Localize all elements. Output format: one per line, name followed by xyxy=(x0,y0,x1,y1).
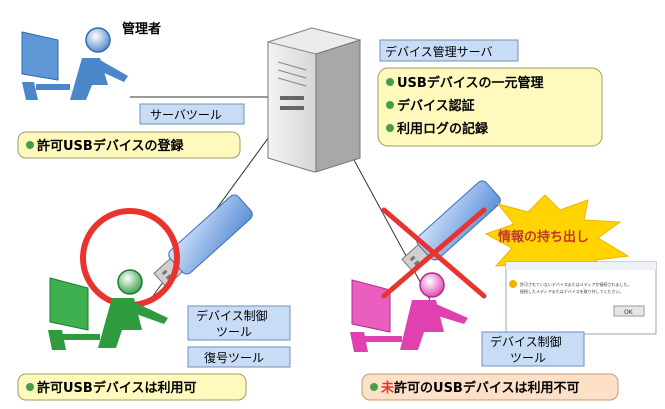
denied-status-rest: 許可のUSBデバイスは利用不可 xyxy=(394,380,579,396)
server-icon xyxy=(266,27,362,173)
decrypt-tool-box xyxy=(187,346,291,368)
denied-status: 未許可のUSBデバイスは利用不可 xyxy=(380,380,579,396)
usb-stick-allowed xyxy=(153,194,253,288)
bullet-icon xyxy=(26,141,34,149)
admin-chair xyxy=(22,82,38,100)
admin-figure xyxy=(21,27,128,100)
denied-user-desk xyxy=(364,336,402,342)
server-feature-item: デバイス認証 xyxy=(397,98,475,114)
bullet-icon xyxy=(370,383,378,391)
admin-tool-label: サーバツール xyxy=(150,108,222,122)
server-feature-list: USBデバイスの一元管理 デバイス認証 利用ログの記録 xyxy=(386,75,543,137)
denied-tool-line2: ツール xyxy=(510,351,546,365)
denied-user-chair xyxy=(350,332,368,352)
denied-status-box xyxy=(361,373,619,401)
allowed-tool-line2: ツール xyxy=(216,325,252,339)
allowed-status: 許可USBデバイスは利用可 xyxy=(37,380,196,396)
dialog-message-2: 接続したメディアまたはデバイスを取り外してください。 xyxy=(520,288,623,294)
allowed-status-box xyxy=(17,373,247,401)
server-feature-item: USBデバイスの一元管理 xyxy=(397,75,543,91)
denied-user-body xyxy=(400,300,444,350)
denied-user-arm xyxy=(436,304,468,324)
admin-body xyxy=(70,58,108,100)
denied-user-head xyxy=(419,272,445,298)
decrypt-tool-label: 復号ツール xyxy=(204,350,264,365)
server-feature-item: 利用ログの記録 xyxy=(397,121,489,137)
deny-cross-icon xyxy=(381,207,487,299)
allowed-user-body xyxy=(98,298,142,348)
warning-icon xyxy=(509,280,517,288)
server-title: デバイス管理サーバ xyxy=(385,44,493,59)
allowed-user-chair xyxy=(48,330,66,350)
admin-feature: 許可USBデバイスの登録 xyxy=(37,138,184,154)
denied-tool-box xyxy=(481,331,585,367)
bullet-icon xyxy=(386,78,394,86)
admin-desk xyxy=(36,84,70,90)
bullet-icon xyxy=(386,124,394,132)
admin-monitor xyxy=(21,31,59,81)
bullet-icon xyxy=(26,383,34,391)
admin-head xyxy=(85,27,111,53)
denied-user-figure xyxy=(350,272,468,352)
allowed-user-head xyxy=(117,269,143,295)
admin-feature-box xyxy=(17,131,241,159)
admin-arm xyxy=(100,60,128,82)
dialog-message-1: 許可されていないデバイスまたはメディアが接続されました。 xyxy=(520,281,631,287)
warning-text: 情報の持ち出し xyxy=(498,229,589,245)
server-title-box xyxy=(379,39,519,62)
usb-stick-denied xyxy=(401,180,501,274)
allowed-user-monitor xyxy=(49,277,89,331)
denied-status-highlight: 未 xyxy=(380,380,395,396)
bullet-icon xyxy=(386,101,394,109)
allowed-tool-box xyxy=(187,305,291,341)
allowed-user-figure xyxy=(48,269,168,350)
allowed-user-desk xyxy=(62,334,100,340)
denied-tool-line1: デバイス制御 xyxy=(490,334,562,349)
dialog-ok-label: OK xyxy=(624,309,634,316)
admin-tool-box xyxy=(139,103,245,125)
admin-title: 管理者 xyxy=(122,21,161,37)
server-features-box xyxy=(377,67,603,147)
denied-user-monitor xyxy=(351,279,391,333)
allowed-tool-line1: デバイス制御 xyxy=(196,308,268,323)
dialog-ok-button[interactable] xyxy=(613,305,645,317)
warning-dialog: 許可されていないデバイスまたはメディアが接続されました。 接続したメディアまたは… xyxy=(505,261,657,335)
allowed-user-arm xyxy=(134,302,168,324)
